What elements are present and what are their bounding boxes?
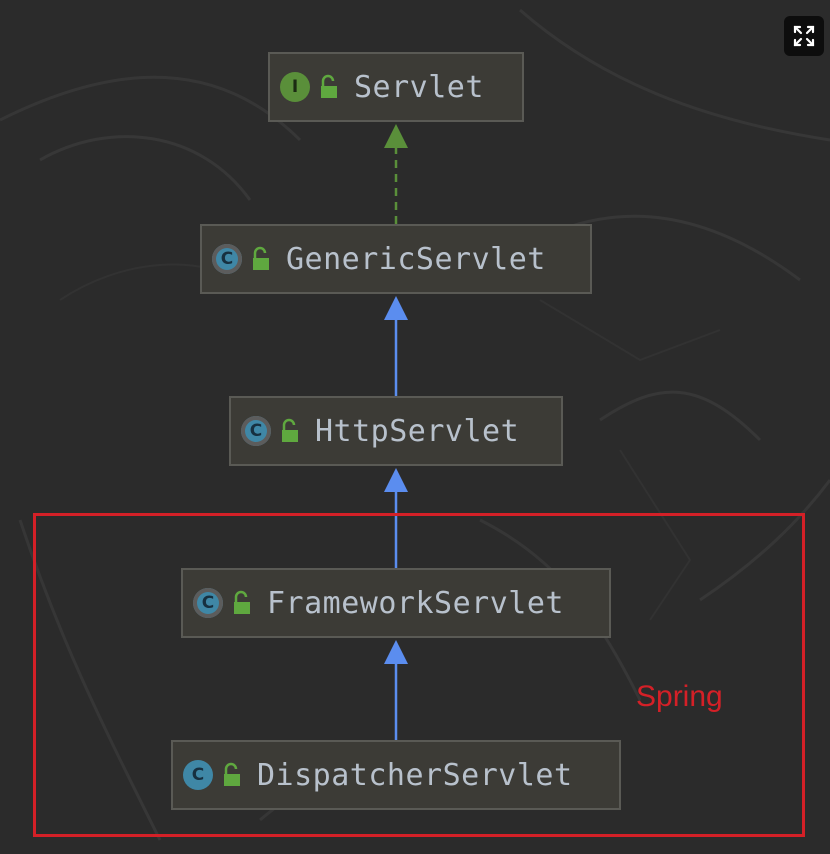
expand-icon [793, 25, 815, 47]
expand-button[interactable] [784, 16, 824, 56]
spring-highlight-box [33, 513, 805, 837]
node-label: DispatcherServlet [257, 757, 573, 793]
abstract-class-icon: C [193, 588, 223, 618]
unlocked-padlock-icon [234, 590, 250, 614]
node-generic-servlet[interactable]: C GenericServlet [200, 224, 592, 294]
unlocked-padlock-icon [224, 762, 240, 786]
extends-arrowhead [384, 468, 408, 492]
extends-arrowhead [384, 296, 408, 320]
node-label: HttpServlet [315, 413, 520, 449]
abstract-class-icon: C [212, 244, 242, 274]
extends-arrowhead [384, 640, 408, 664]
node-servlet[interactable]: I Servlet [268, 52, 524, 122]
unlocked-padlock-icon [253, 246, 269, 270]
node-label: FrameworkServlet [267, 585, 564, 621]
unlocked-padlock-icon [321, 74, 337, 98]
node-framework-servlet[interactable]: C FrameworkServlet [181, 568, 611, 638]
node-label: Servlet [354, 69, 484, 105]
implements-arrowhead [384, 124, 408, 148]
interface-icon: I [280, 72, 310, 102]
node-label: GenericServlet [286, 241, 546, 277]
class-icon: C [183, 760, 213, 790]
abstract-class-icon: C [241, 416, 271, 446]
spring-label: Spring [636, 680, 723, 713]
node-dispatcher-servlet[interactable]: C DispatcherServlet [171, 740, 621, 810]
node-http-servlet[interactable]: C HttpServlet [229, 396, 563, 466]
unlocked-padlock-icon [282, 418, 298, 442]
